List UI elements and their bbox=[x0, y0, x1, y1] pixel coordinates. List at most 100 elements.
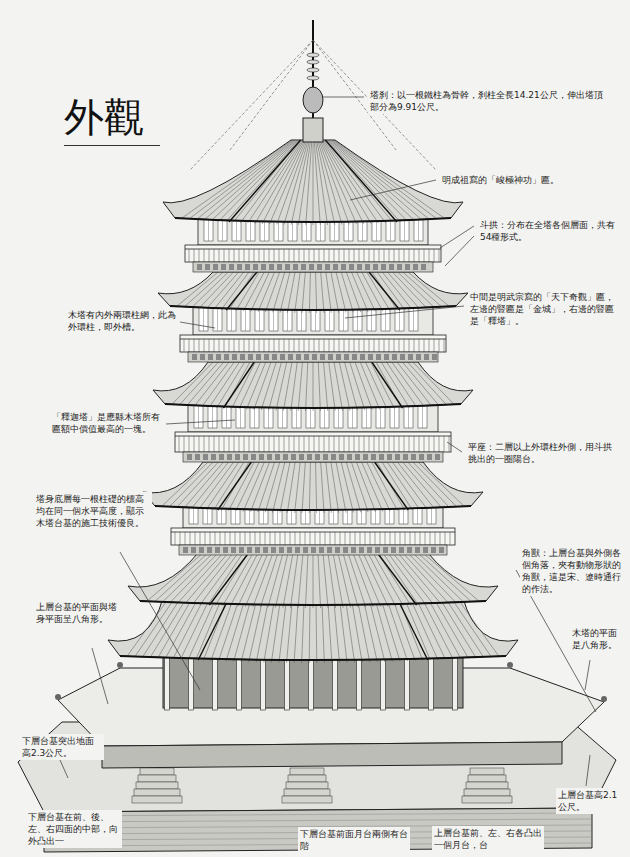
roof-tile-line bbox=[403, 462, 442, 508]
baluster bbox=[415, 532, 416, 545]
roof-tile-line bbox=[402, 362, 439, 405]
dougong-bracket bbox=[343, 547, 348, 553]
dougong-bracket bbox=[359, 547, 364, 553]
dougong-bracket bbox=[256, 354, 261, 360]
dougong-bracket bbox=[427, 454, 432, 460]
dougong-bracket bbox=[224, 354, 229, 360]
roof-tile-line bbox=[408, 272, 449, 306]
dougong-bracket bbox=[323, 454, 328, 460]
baluster bbox=[359, 339, 360, 352]
baluster bbox=[429, 339, 430, 352]
baluster bbox=[189, 339, 190, 352]
roof-tile-line bbox=[241, 598, 257, 662]
baluster bbox=[329, 339, 330, 352]
baluster bbox=[314, 249, 315, 262]
roof-tile-line bbox=[367, 272, 390, 311]
baluster bbox=[390, 532, 391, 545]
stair-step bbox=[290, 768, 324, 775]
baluster bbox=[444, 339, 445, 352]
roof-tile-line bbox=[200, 553, 238, 605]
baluster bbox=[205, 532, 206, 545]
roof-tile-line bbox=[249, 598, 263, 662]
baluster bbox=[220, 532, 221, 545]
baluster bbox=[284, 436, 285, 452]
dougong-bracket bbox=[307, 454, 312, 460]
roof-tile-line bbox=[332, 140, 430, 219]
roof-tile-line bbox=[256, 598, 269, 662]
baluster bbox=[369, 339, 370, 352]
baluster bbox=[369, 249, 370, 262]
baluster bbox=[289, 436, 290, 452]
roof-tile-line bbox=[208, 553, 243, 605]
stair-step bbox=[288, 775, 326, 782]
railing-bar bbox=[180, 339, 446, 340]
roof-tile-line bbox=[268, 553, 283, 607]
dougong-bracket bbox=[304, 354, 309, 360]
dougong-bracket bbox=[216, 354, 221, 360]
baluster bbox=[224, 436, 225, 452]
baluster bbox=[294, 339, 295, 352]
roof-tile-line bbox=[236, 462, 259, 511]
baluster bbox=[394, 339, 395, 352]
baluster bbox=[269, 249, 270, 262]
dougong-bracket bbox=[255, 547, 260, 553]
baluster bbox=[364, 249, 365, 262]
dougong-bracket bbox=[349, 264, 354, 270]
baluster bbox=[279, 339, 280, 352]
baluster bbox=[344, 249, 345, 262]
stair-step bbox=[134, 789, 180, 796]
roof-tile-line bbox=[306, 362, 308, 411]
callout-note: 下層台基突出地面高2.3公尺。 bbox=[20, 734, 104, 760]
dougong-bracket bbox=[245, 264, 250, 270]
dougong-bracket bbox=[315, 454, 320, 460]
baluster bbox=[299, 436, 300, 452]
baluster bbox=[215, 532, 216, 545]
baluster bbox=[339, 436, 340, 452]
window-lattice bbox=[372, 219, 381, 241]
baluster bbox=[290, 532, 291, 545]
callout-note: 「釋迦塔」是應縣木塔所有匾額中價值最高的一塊。 bbox=[50, 410, 164, 436]
roof-tile-line bbox=[195, 362, 229, 406]
leader-line bbox=[180, 322, 215, 328]
baluster bbox=[349, 436, 350, 452]
baluster bbox=[204, 249, 205, 262]
baluster bbox=[329, 436, 330, 452]
baluster bbox=[419, 339, 420, 352]
baluster bbox=[244, 339, 245, 352]
baluster bbox=[294, 249, 295, 262]
callout-note: 下層台基在前、後、左、右四面的中部，向外凸出一 bbox=[26, 810, 122, 848]
roof-tile-line bbox=[193, 553, 233, 604]
roof-tile-line bbox=[309, 598, 311, 663]
roof-tile-line bbox=[326, 462, 332, 513]
dougong-bracket bbox=[365, 264, 370, 270]
roof-tile-line bbox=[251, 462, 270, 512]
baluster bbox=[424, 339, 425, 352]
baluster bbox=[324, 339, 325, 352]
spire-chain bbox=[230, 40, 313, 150]
baluster bbox=[329, 249, 330, 262]
baluster bbox=[194, 249, 195, 262]
roof-tile-line bbox=[329, 140, 414, 221]
spire-ring bbox=[307, 68, 319, 72]
window-bar bbox=[404, 219, 405, 241]
baluster bbox=[409, 339, 410, 352]
baluster bbox=[319, 249, 320, 262]
baluster bbox=[444, 436, 445, 452]
eave-edge bbox=[170, 306, 456, 310]
roof-tile-line bbox=[197, 140, 295, 219]
roof-tile-line bbox=[265, 272, 279, 312]
baluster bbox=[334, 436, 335, 452]
roof-tile-line bbox=[410, 598, 438, 660]
baluster bbox=[229, 339, 230, 352]
baluster bbox=[379, 436, 380, 452]
dougong-bracket bbox=[352, 354, 357, 360]
baluster bbox=[280, 532, 281, 545]
stair-step bbox=[286, 782, 328, 789]
roof-tile-line bbox=[362, 272, 383, 311]
roof-tile-line bbox=[413, 553, 463, 602]
dougong-bracket bbox=[271, 547, 276, 553]
roof-ridge bbox=[223, 362, 254, 408]
dougong-bracket bbox=[373, 264, 378, 270]
dougong-bracket bbox=[431, 547, 436, 553]
baluster bbox=[384, 249, 385, 262]
